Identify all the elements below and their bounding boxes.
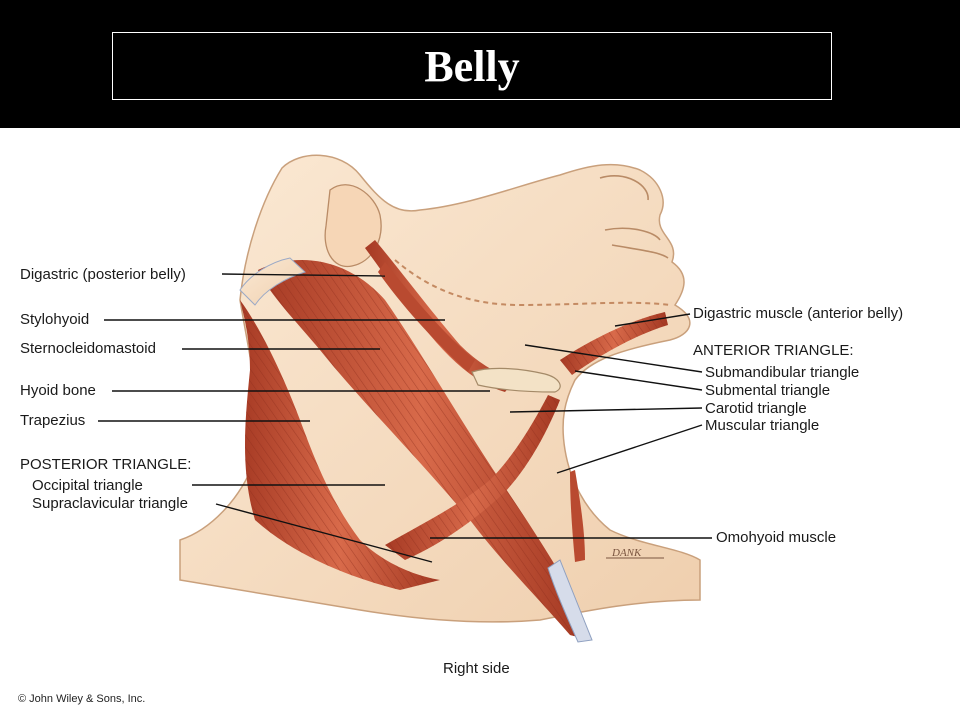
label-carotid-triangle: Carotid triangle (705, 400, 807, 417)
label-submental-triangle: Submental triangle (705, 382, 831, 399)
label-posterior-triangle: POSTERIOR TRIANGLE: (20, 456, 192, 473)
slide-header: Belly (0, 0, 960, 128)
label-occipital-triangle: Occipital triangle (32, 477, 143, 494)
title-box: Belly (112, 32, 832, 100)
label-digastric-posterior: Digastric (posterior belly) (20, 266, 186, 283)
label-muscular-triangle: Muscular triangle (705, 417, 820, 434)
label-stylohyoid: Stylohyoid (20, 311, 90, 328)
copyright-notice: © John Wiley & Sons, Inc. (18, 693, 146, 705)
caption-right-side: Right side (443, 660, 510, 677)
sternohyoid-muscle (570, 470, 585, 562)
label-hyoid-bone: Hyoid bone (20, 382, 96, 399)
sternal-tendon (547, 559, 593, 643)
label-supraclavicular-triangle: Supraclavicular triangle (32, 495, 188, 512)
digastric-posterior-belly (365, 240, 515, 392)
mandible-line (394, 259, 671, 307)
nose-lips (599, 175, 669, 259)
neck-anatomy-illustration: DANK (98, 154, 712, 643)
hyoid-bone (471, 367, 561, 393)
leader-lines (98, 273, 712, 563)
stylohyoid-muscle (378, 262, 475, 372)
label-sternocleidomastoid: Sternocleidomastoid (20, 340, 156, 357)
label-anterior-triangle: ANTERIOR TRIANGLE: (693, 342, 854, 359)
label-digastric-anterior: Digastric muscle (anterior belly) (693, 305, 904, 322)
sternocleidomastoid-tendon (239, 257, 306, 306)
artist-signature: DANK (611, 547, 642, 559)
label-submandibular-triangle: Submandibular triangle (705, 364, 860, 381)
label-omohyoid-muscle: Omohyoid muscle (716, 529, 837, 546)
label-trapezius: Trapezius (20, 412, 86, 429)
slide-title: Belly (424, 41, 520, 91)
